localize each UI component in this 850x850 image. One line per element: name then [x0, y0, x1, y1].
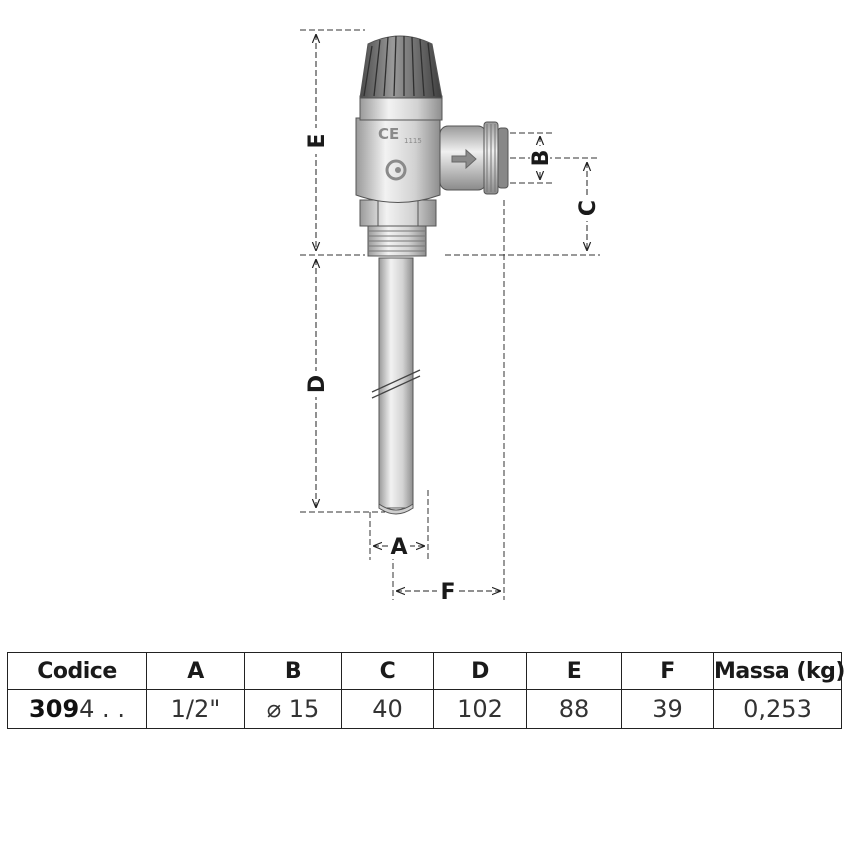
- valve-dimension-diagram: E D C B A F: [300, 29, 601, 605]
- specification-table: Codice A B C D E F Massa (kg) 3094 . . 1…: [7, 652, 845, 729]
- header-b: B: [244, 652, 342, 690]
- flow-arrow-icon: [451, 148, 477, 170]
- cell-e: 88: [526, 689, 622, 729]
- extension-lines: [300, 29, 600, 600]
- cell-f: 39: [621, 689, 714, 729]
- probe-tube: [378, 257, 414, 509]
- header-massa: Massa (kg): [713, 652, 845, 690]
- code-prefix: 309: [29, 695, 80, 723]
- cell-codice: 3094 . .: [7, 689, 147, 729]
- cell-a: 1/2": [146, 689, 245, 729]
- probe-break-mark: [371, 369, 421, 399]
- code-suffix: 4 . .: [79, 695, 125, 723]
- ce-mark: CE: [378, 125, 399, 143]
- dimension-labels: E D C B A F: [305, 128, 601, 605]
- hex-nut: [359, 199, 437, 227]
- header-e: E: [526, 652, 622, 690]
- header-d: D: [433, 652, 527, 690]
- brand-logo-icon: [385, 159, 407, 181]
- label-c: C: [576, 200, 601, 216]
- label-f: F: [440, 580, 455, 605]
- knurled-cap: [359, 35, 443, 99]
- header-f: F: [621, 652, 714, 690]
- label-d: D: [305, 375, 330, 393]
- cell-massa: 0,253: [713, 689, 842, 729]
- header-a: A: [146, 652, 245, 690]
- cap-collar: [359, 95, 443, 121]
- label-a: A: [390, 535, 407, 560]
- header-c: C: [341, 652, 434, 690]
- label-b: B: [529, 150, 554, 167]
- valve-illustration: CE 1115: [355, 35, 509, 515]
- header-codice: Codice: [7, 652, 147, 690]
- cell-c: 40: [341, 689, 434, 729]
- table-row: 3094 . . 1/2" ⌀ 15 40 102 88 39 0,253: [7, 689, 842, 729]
- ce-number: 1115: [404, 137, 422, 145]
- cell-d: 102: [433, 689, 527, 729]
- cell-b: ⌀ 15: [244, 689, 342, 729]
- table-header-row: Codice A B C D E F Massa (kg): [7, 652, 845, 690]
- label-e: E: [305, 133, 330, 148]
